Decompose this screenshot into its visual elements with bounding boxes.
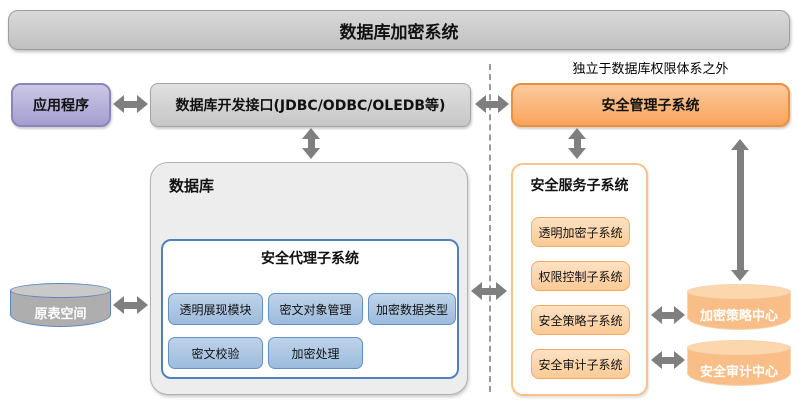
application-label: 应用程序 <box>33 98 89 114</box>
module-encryption-processing: 加密处理 <box>268 337 363 369</box>
database-label: 数据库 <box>169 177 215 195</box>
security-mgmt-label: 安全管理子系统 <box>601 98 700 114</box>
arrow-interface-database-icon <box>302 128 320 159</box>
cylinder-top-icon <box>687 340 791 355</box>
database-container: 数据库 安全代理子系统 透明展现模块 密文对象管理 加密数据类型 密文校验 加密… <box>150 162 468 395</box>
arrow-database-services-icon <box>471 282 507 300</box>
subsystem-transparent-encryption: 透明加密子系统 <box>531 217 630 247</box>
security-agent-title: 安全代理子系统 <box>261 251 359 267</box>
arrow-mgmt-services-icon <box>568 128 586 159</box>
module-ciphertext-object-mgmt: 密文对象管理 <box>268 293 363 325</box>
independence-note: 独立于数据库权限体系之外 <box>572 62 729 77</box>
title-banner: 数据库加密系统 <box>8 10 790 50</box>
security-mgmt-node: 安全管理子系统 <box>511 83 790 127</box>
arrow-app-interface-icon <box>113 95 148 113</box>
subsystem-security-policy: 安全策略子系统 <box>531 305 630 335</box>
arrow-services-policy-center-icon <box>651 306 685 324</box>
title-banner-label: 数据库加密系统 <box>339 22 459 43</box>
cylinder-top-icon <box>687 284 791 299</box>
subsystem-security-audit: 安全审计子系统 <box>531 349 630 379</box>
security-services-title: 安全服务子系统 <box>530 178 629 194</box>
arrow-services-audit-center-icon <box>651 351 685 369</box>
security-agent-container: 安全代理子系统 透明展现模块 密文对象管理 加密数据类型 密文校验 加密处理 <box>161 239 459 379</box>
audit-center-cylinder: 安全审计中心 <box>687 340 791 386</box>
arrow-interface-mgmt-icon <box>475 95 509 113</box>
subsystem-access-control: 权限控制子系统 <box>531 261 630 291</box>
module-transparent-display: 透明展现模块 <box>168 293 263 325</box>
security-services-container: 安全服务子系统 透明加密子系统 权限控制子系统 安全策略子系统 安全审计子系统 <box>511 163 648 396</box>
cylinder-top-icon <box>10 283 111 298</box>
audit-center-label: 安全审计中心 <box>699 364 778 380</box>
source-tablespace-label: 原表空间 <box>34 306 87 322</box>
arrow-tablespace-database-icon <box>113 296 148 314</box>
policy-center-cylinder: 加密策略中心 <box>687 284 791 330</box>
dev-interface-node: 数据库开发接口(JDBC/ODBC/OLEDB等) <box>150 83 471 127</box>
dashed-separator-line <box>489 64 491 392</box>
application-node: 应用程序 <box>11 83 111 127</box>
dev-interface-label: 数据库开发接口(JDBC/ODBC/OLEDB等) <box>175 98 446 114</box>
source-tablespace-cylinder: 原表空间 <box>10 283 111 327</box>
arrow-mgmt-policy-center-icon <box>731 139 749 281</box>
policy-center-label: 加密策略中心 <box>699 308 778 324</box>
module-ciphertext-verify: 密文校验 <box>168 337 263 369</box>
module-encrypted-data-type: 加密数据类型 <box>368 293 456 325</box>
